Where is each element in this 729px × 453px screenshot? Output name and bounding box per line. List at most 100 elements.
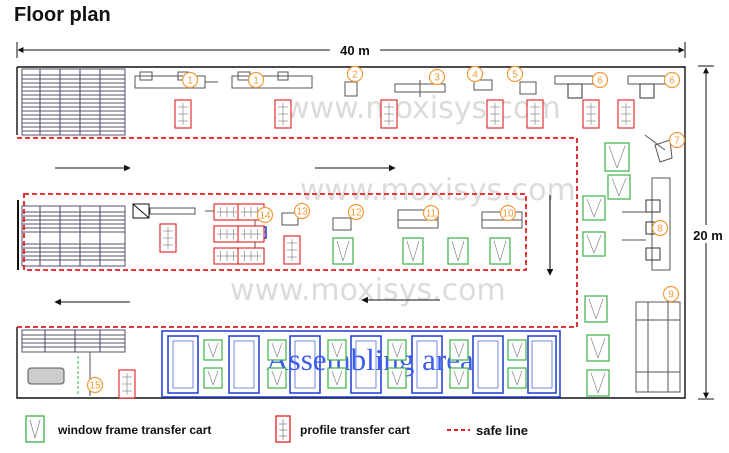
profile-transfer-cart: [617, 99, 635, 129]
svg-text:www.moxisys.com: www.moxisys.com: [300, 173, 576, 208]
station-number: 3: [434, 73, 440, 84]
station-number: 1: [253, 76, 259, 87]
flow-arrows: [54, 164, 554, 306]
window-frame-cart: [584, 295, 608, 323]
legend-safe-line-label: safe line: [476, 423, 529, 438]
profile-transfer-cart: [582, 99, 600, 129]
station-number: 2: [352, 70, 358, 81]
station-number: 7: [674, 136, 680, 147]
station-15-device: [27, 352, 91, 396]
machines-top-row: [134, 71, 673, 163]
station-badge-4: 4: [466, 65, 484, 83]
window-frame-cart: [449, 367, 469, 389]
window-frame-cart: [402, 237, 424, 265]
station-number: 4: [472, 70, 478, 81]
profile-transfer-cart: [159, 223, 177, 253]
legend-profile-cart-label: profile transfer cart: [300, 423, 411, 437]
profile-transfer-cart: [118, 369, 136, 399]
window-frame-cart: [387, 339, 407, 361]
profile-rack-middle: [17, 200, 126, 270]
window-frame-cart: [267, 367, 287, 389]
window-frame-cart: [203, 339, 223, 361]
profile-transfer-cart: [274, 99, 292, 129]
svg-text:www.moxisys.com: www.moxisys.com: [285, 91, 561, 126]
station-number: 14: [259, 211, 271, 222]
window-frame-cart: [203, 367, 223, 389]
station-badge-15: 15: [86, 376, 104, 394]
profile-transfer-cart: [213, 225, 241, 243]
profile-carts: [118, 99, 635, 399]
station-number: 6: [669, 76, 675, 87]
window-frame-cart: [586, 369, 610, 397]
station-number: 13: [296, 207, 308, 218]
station-badge-1: 1: [247, 71, 265, 89]
window-frame-cart: [387, 367, 407, 389]
station-number: 12: [350, 208, 362, 219]
window-frame-cart: [327, 339, 347, 361]
machine-8: [622, 177, 671, 271]
station-badge-8: 8: [651, 219, 669, 237]
width-dimension: 40 m: [16, 40, 686, 58]
station-badge-6: 6: [591, 71, 609, 89]
area-label: Assembling area: [266, 342, 474, 377]
width-label: 40 m: [340, 43, 370, 58]
station-number: 15: [89, 381, 101, 392]
station-badge-1: 1: [181, 71, 199, 89]
window-frame-cart: [507, 339, 527, 361]
legend-window-cart-label: window frame transfer cart: [58, 423, 212, 437]
station-badge-9: 9: [662, 285, 680, 303]
window-frame-cart: [447, 237, 469, 265]
profile-transfer-cart: [283, 235, 301, 265]
profile-transfer-cart: [486, 99, 504, 129]
profile-transfer-cart: [380, 99, 398, 129]
station-badge-10: 10: [499, 204, 517, 222]
station-number: 9: [668, 290, 674, 301]
profile-rack-bottom: [21, 329, 126, 353]
window-frame-cart: [604, 142, 630, 172]
window-frame-cart: [582, 231, 606, 257]
profile-rack-top: [21, 68, 126, 136]
station-number: 10: [502, 209, 514, 220]
station-badge-2: 2: [346, 65, 364, 83]
window-frame-cart: [507, 367, 527, 389]
machine-9: [635, 301, 681, 393]
window-frame-cart: [489, 237, 511, 265]
window-frame-cart: [586, 334, 610, 362]
svg-text:www.moxisys.com: www.moxisys.com: [230, 273, 506, 308]
station-number: 6: [597, 76, 603, 87]
window-frame-cart: [332, 237, 354, 265]
station-badge-13: 13: [293, 202, 311, 220]
profile-transfer-cart: [213, 247, 241, 265]
station-badge-12: 12: [347, 203, 365, 221]
station-number: 1: [187, 76, 193, 87]
window-frame-cart: [582, 195, 606, 221]
legend-window-cart-swatch: [25, 415, 45, 443]
station-number: 5: [512, 70, 518, 81]
legend: [25, 415, 470, 443]
station-badge-3: 3: [428, 68, 446, 86]
window-carts: [203, 142, 631, 397]
window-frame-cart: [327, 367, 347, 389]
assembling-area: Assembling area: [161, 330, 561, 398]
profile-transfer-cart: [237, 225, 265, 243]
station-number: 11: [426, 209, 437, 220]
window-frame-cart: [449, 339, 469, 361]
safe-line: [17, 137, 578, 328]
station-badge-5: 5: [506, 65, 524, 83]
legend-profile-cart-swatch: [275, 415, 291, 443]
station-badge-11: 11: [422, 204, 440, 222]
profile-transfer-cart: [526, 99, 544, 129]
profile-transfer-cart: [174, 99, 192, 129]
profile-transfer-cart: [237, 247, 265, 265]
station-badge-14: 14: [256, 206, 274, 224]
station-badge-7: 7: [668, 131, 686, 149]
height-label: 20 m: [693, 228, 723, 243]
station-badge-6: 6: [663, 71, 681, 89]
page-title: Floor plan: [14, 4, 111, 26]
window-frame-cart: [607, 174, 631, 200]
window-frame-cart: [267, 339, 287, 361]
station-number: 8: [657, 224, 663, 235]
height-dimension: 20 m: [688, 65, 728, 400]
